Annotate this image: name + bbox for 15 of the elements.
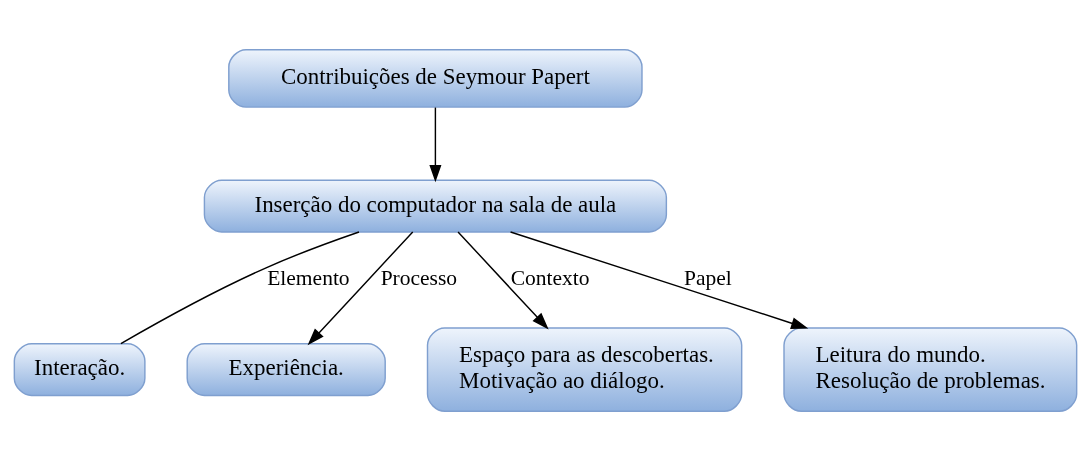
arrow xyxy=(429,106,442,182)
edge-label: Elemento xyxy=(267,265,350,290)
node-box: Leitura do mundo. Resolução de problemas. xyxy=(783,326,1078,412)
arrow xyxy=(509,230,809,329)
node-box: Interação. xyxy=(13,342,146,396)
node-box: Inserção do computador na sala de aula xyxy=(203,179,668,233)
arrow xyxy=(457,230,549,330)
node-box: Espaço para as descobertas. Motivação ao diálogo. xyxy=(426,326,743,412)
edge-label: Papel xyxy=(684,265,732,290)
edge-label: Processo xyxy=(380,265,458,290)
node-box: Contribuições de Seymour Papert xyxy=(228,48,643,108)
edge-label: Contexto xyxy=(510,265,590,290)
arrow xyxy=(307,230,414,345)
connector xyxy=(120,230,360,344)
node-box: Experiência. xyxy=(186,342,386,396)
